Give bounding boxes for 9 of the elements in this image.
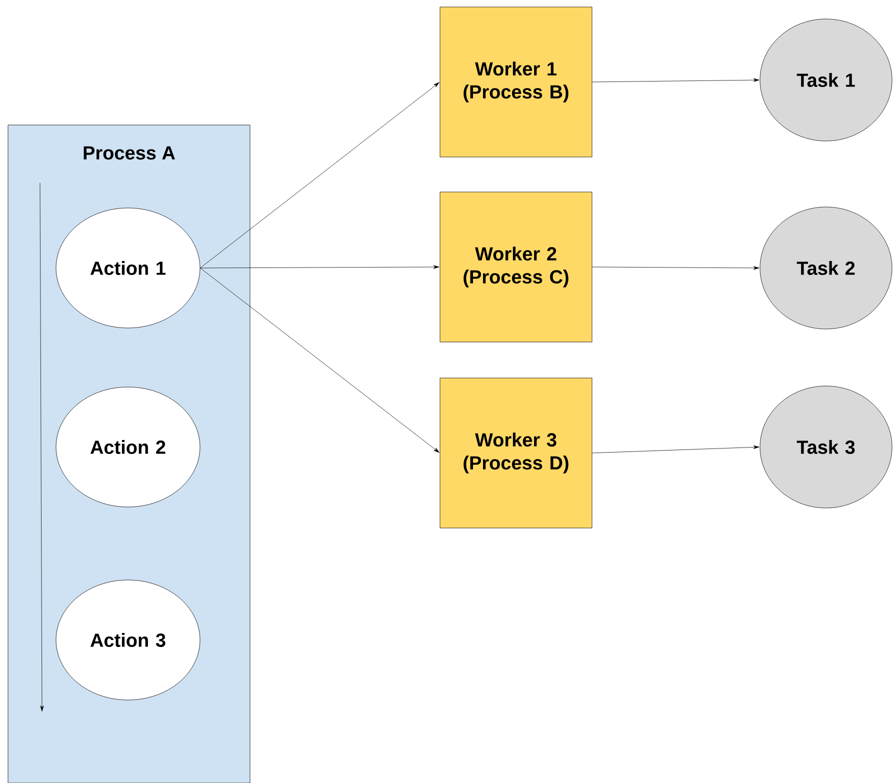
worker-box: Worker 3 (Process D) [440,378,592,528]
arrow [592,266,760,270]
arrow [592,78,760,82]
worker-box: Worker 2 (Process C) [440,192,592,342]
arrow [592,445,760,454]
arrow [200,268,440,453]
worker-box: Worker 1 (Process B) [440,6,592,158]
arrow [200,265,440,269]
arrow [200,82,440,268]
